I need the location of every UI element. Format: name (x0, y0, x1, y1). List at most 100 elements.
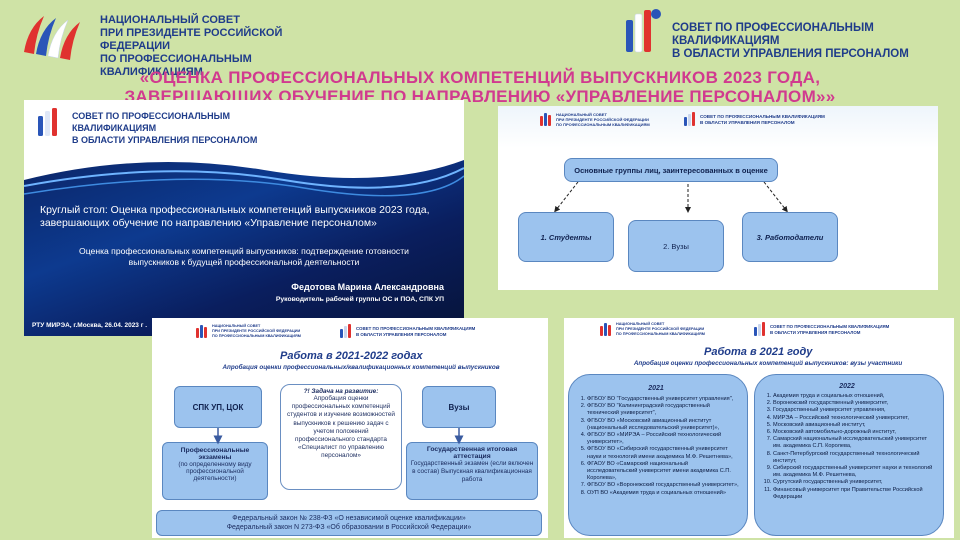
slide-4-spk-line-2: В ОБЛАСТИ УПРАВЛЕНИЯ ПЕРСОНАЛОМ (770, 330, 861, 335)
slide-title-card[interactable]: СОВЕТ ПО ПРОФЕССИОНАЛЬНЫМ КВАЛИФИКАЦИЯМ … (24, 100, 464, 336)
slide-4-spk-line-1: СОВЕТ ПО ПРОФЕССИОНАЛЬНЫМ КВАЛИФИКАЦИЯМ (770, 324, 890, 329)
professional-exams-box: Профессиональные экзамены (по определенн… (162, 442, 268, 500)
professional-exams-heading: Профессиональные экзамены (180, 447, 250, 461)
slide-3-spk-line-1: СОВЕТ ПО ПРОФЕССИОНАЛЬНЫМ КВАЛИФИКАЦИЯМ (356, 326, 476, 331)
interested-groups-box: Основные группы лиц, заинтересованных в … (564, 158, 778, 182)
slide-1-speaker: Федотова Марина Александровна (291, 282, 444, 292)
list-item: Сургутский государственный университет, (773, 479, 935, 486)
year-2022-label: 2022 (839, 383, 855, 390)
slide-4-council-logo-icon (600, 322, 614, 336)
list-item: Академия труда и социальных отношений, (773, 393, 935, 400)
slide-2-spk-logo-icon (684, 112, 698, 126)
slide-4-council-line-3: ПО ПРОФЕССИОНАЛЬНЫМ КВАЛИФИКАЦИЯМ (616, 332, 705, 336)
slide-3-council-name: НАЦИОНАЛЬНЫЙ СОВЕТ ПРИ ПРЕЗИДЕНТЕ РОССИЙ… (212, 324, 301, 339)
list-item: Самарский национальный исследовательский… (773, 436, 935, 450)
left-org-line-1: НАЦИОНАЛЬНЫЙ СОВЕТ (100, 14, 240, 26)
slide-4-spk-logo-icon (754, 322, 768, 336)
slide-1-logo-icon (36, 106, 66, 138)
slide-2-spk-name: СОВЕТ ПО ПРОФЕССИОНАЛЬНЫМ КВАЛИФИКАЦИЯМ … (700, 114, 825, 126)
state-attestation-box: Государственная итоговая аттестация Госу… (406, 442, 538, 500)
slide-1-role: Руководитель рабочей группы ОС и ПОА, СП… (275, 296, 444, 303)
slide-1-wave-decoration (24, 140, 464, 197)
slide-2-spk-line-2: В ОБЛАСТИ УПРАВЛЕНИЯ ПЕРСОНАЛОМ (700, 120, 795, 125)
slide-1-subtitle: Оценка профессиональных компетенций выпу… (79, 246, 409, 267)
slide-2-council-name: НАЦИОНАЛЬНЫЙ СОВЕТ ПРИ ПРЕЗИДЕНТЕ РОССИЙ… (556, 112, 650, 127)
page-title-line-1: «ОЦЕНКА ПРОФЕССИОНАЛЬНЫХ КОМПЕТЕНЦИЙ ВЫП… (139, 68, 821, 87)
year-2021-label: 2021 (648, 385, 664, 392)
left-org-line-2: ПРИ ПРЕЗИДЕНТЕ РОССИЙСКОЙ ФЕДЕРАЦИИ (100, 27, 283, 52)
federal-laws-box: Федеральный закон № 238-ФЗ «О независимо… (156, 510, 542, 536)
slide-1-footer: РТУ МИРЭА, г.Москва, 26.04. 2023 г . (32, 322, 148, 329)
slide-4-council-name: НАЦИОНАЛЬНЫЙ СОВЕТ ПРИ ПРЕЗИДЕНТЕ РОССИЙ… (616, 322, 705, 337)
universities-2021-box: 2021 ФГБОУ ВО "Государственный университ… (568, 374, 748, 536)
list-item: Государственный университет управления, (773, 407, 935, 414)
list-item: ФГАОУ ВО «Самарский национальный исследо… (587, 461, 739, 483)
slide-3-universities-box: Вузы (422, 386, 496, 428)
state-attestation-text: Государственный экзамен (если включен в … (410, 460, 534, 483)
list-item: Воронежский государственный университет, (773, 400, 935, 407)
list-item: ФГБОУ ВО «МИРЭА – Российский технологиче… (587, 432, 739, 446)
slide-3-spk-name: СОВЕТ ПО ПРОФЕССИОНАЛЬНЫМ КВАЛИФИКАЦИЯМ … (356, 326, 475, 338)
slide-2-council-line-3: ПО ПРОФЕССИОНАЛЬНЫМ КВАЛИФИКАЦИЯМ (556, 122, 650, 127)
list-item: Санкт-Петербургский государственный техн… (773, 451, 935, 465)
spk-up-logo-icon (622, 6, 666, 54)
list-item: ФГБОУ ВО «Московский авиационный институ… (587, 418, 739, 432)
universities-2021-list: ФГБОУ ВО "Государственный университет уп… (573, 396, 739, 497)
slide-1-org: СОВЕТ ПО ПРОФЕССИОНАЛЬНЫМ КВАЛИФИКАЦИЯМ … (72, 110, 312, 146)
universities-2022-list: Академия труда и социальных отношений, В… (759, 393, 935, 501)
professional-exams-text: (по определенному виду профессиональной … (178, 461, 252, 482)
list-item: ФГБОУ ВО «Воронежский государственный ун… (587, 482, 739, 489)
slide-3-subtitle: Апробация оценки профессиональных/квалиф… (222, 364, 500, 371)
slide-1-title: Круглый стол: Оценка профессиональных ко… (40, 204, 430, 229)
slide-4-title: Работа в 2021 году (704, 346, 813, 358)
slide-4-council-line-2: ПРИ ПРЕЗИДЕНТЕ РОССИЙСКОЙ ФЕДЕРАЦИИ (616, 327, 705, 331)
slide-4-spk-name: СОВЕТ ПО ПРОФЕССИОНАЛЬНЫМ КВАЛИФИКАЦИЯМ … (770, 324, 889, 336)
right-org-name: СОВЕТ ПО ПРОФЕССИОНАЛЬНЫМ КВАЛИФИКАЦИЯМ … (672, 22, 952, 61)
universities-2022-box: 2022 Академия труда и социальных отношен… (754, 374, 944, 536)
right-org-line-2: В ОБЛАСТИ УПРАВЛЕНИЯ ПЕРСОНАЛОМ (672, 48, 909, 60)
slide-2-council-line-2: ПРИ ПРЕЗИДЕНТЕ РОССИЙСКОЙ ФЕДЕРАЦИИ (556, 117, 649, 122)
federal-law-238: Федеральный закон № 238-ФЗ «О независимо… (232, 515, 466, 522)
list-item: Финансовый университет при Правительстве… (773, 487, 935, 501)
list-item: ФГБОУ ВО «Сибирский государственный унив… (587, 446, 739, 460)
development-task-heading: ?! Задача на развитие: (303, 388, 379, 395)
federal-law-273: Федеральный закон N 273-ФЗ «Об образован… (226, 524, 472, 531)
slide-3-council-line-1: НАЦИОНАЛЬНЫЙ СОВЕТ (212, 324, 261, 328)
slide-2-council-line-1: НАЦИОНАЛЬНЫЙ СОВЕТ (556, 112, 607, 117)
employers-box: 3. Работодатели (742, 212, 838, 262)
universities-box: 2. Вузы (628, 220, 724, 272)
list-item: Московский авиационный институт, (773, 422, 935, 429)
slide-3-council-line-2: ПРИ ПРЕЗИДЕНТЕ РОССИЙСКОЙ ФЕДЕРАЦИИ (212, 329, 301, 333)
state-attestation-heading: Государственная итоговая аттестация (426, 446, 518, 460)
slide-2-top-band (498, 106, 938, 148)
development-task-box: ?! Задача на развитие: Апробация оценки … (280, 384, 402, 490)
slide-3-council-logo-icon (196, 324, 210, 338)
slide-3-spk-line-2: В ОБЛАСТИ УПРАВЛЕНИЯ ПЕРСОНАЛОМ (356, 332, 447, 337)
list-item: ФГБОУ ВО "Государственный университет уп… (587, 396, 739, 403)
students-box: 1. Студенты (518, 212, 614, 262)
spk-up-tsok-box: СПК УП, ЦОК (174, 386, 262, 428)
list-item: ФГБОУ ВО "Калининградский государственны… (587, 403, 739, 417)
slide-2-council-logo-icon (540, 112, 554, 126)
slide-2-arrows (554, 181, 788, 213)
list-item: Сибирский государственный университет на… (773, 465, 935, 479)
list-item: Московский автомобильно-дорожный институ… (773, 429, 935, 436)
right-org-line-1: СОВЕТ ПО ПРОФЕССИОНАЛЬНЫМ КВАЛИФИКАЦИЯМ (672, 22, 874, 47)
development-task-text: Апробация оценки профессиональных компет… (287, 395, 395, 460)
slide-1-org-line-2: В ОБЛАСТИ УПРАВЛЕНИЯ ПЕРСОНАЛОМ (72, 135, 258, 145)
left-org-line-3: ПО ПРОФЕССИОНАЛЬНЫМ КВАЛИФИКАЦИЯМ (100, 53, 252, 78)
slide-interested-groups[interactable]: НАЦИОНАЛЬНЫЙ СОВЕТ ПРИ ПРЕЗИДЕНТЕ РОССИЙ… (498, 106, 938, 290)
left-org-name: НАЦИОНАЛЬНЫЙ СОВЕТ ПРИ ПРЕЗИДЕНТЕ РОССИЙ… (100, 14, 340, 79)
slide-3-arrows (213, 428, 464, 445)
list-item: МИРЭА – Российский технологический униве… (773, 415, 935, 422)
slide-work-2021-2022[interactable]: НАЦИОНАЛЬНЫЙ СОВЕТ ПРИ ПРЕЗИДЕНТЕ РОССИЙ… (152, 318, 548, 538)
slide-work-2021[interactable]: НАЦИОНАЛЬНЫЙ СОВЕТ ПРИ ПРЕЗИДЕНТЕ РОССИЙ… (564, 318, 954, 538)
slide-4-subtitle: Апробация оценки профессиональных компет… (633, 360, 903, 367)
slide-2-spk-line-1: СОВЕТ ПО ПРОФЕССИОНАЛЬНЫМ КВАЛИФИКАЦИЯМ (700, 114, 825, 119)
list-item: ОУП ВО «Академия труда и социальных отно… (587, 490, 739, 497)
slide-3-council-line-3: ПО ПРОФЕССИОНАЛЬНЫМ КВАЛИФИКАЦИЯМ (212, 334, 301, 338)
slide-1-org-line-1: СОВЕТ ПО ПРОФЕССИОНАЛЬНЫМ КВАЛИФИКАЦИЯМ (72, 111, 230, 133)
national-council-logo-icon (14, 8, 84, 60)
slide-3-title: Работа в 2021-2022 годах (280, 350, 423, 362)
slide-4-council-line-1: НАЦИОНАЛЬНЫЙ СОВЕТ (616, 322, 665, 326)
